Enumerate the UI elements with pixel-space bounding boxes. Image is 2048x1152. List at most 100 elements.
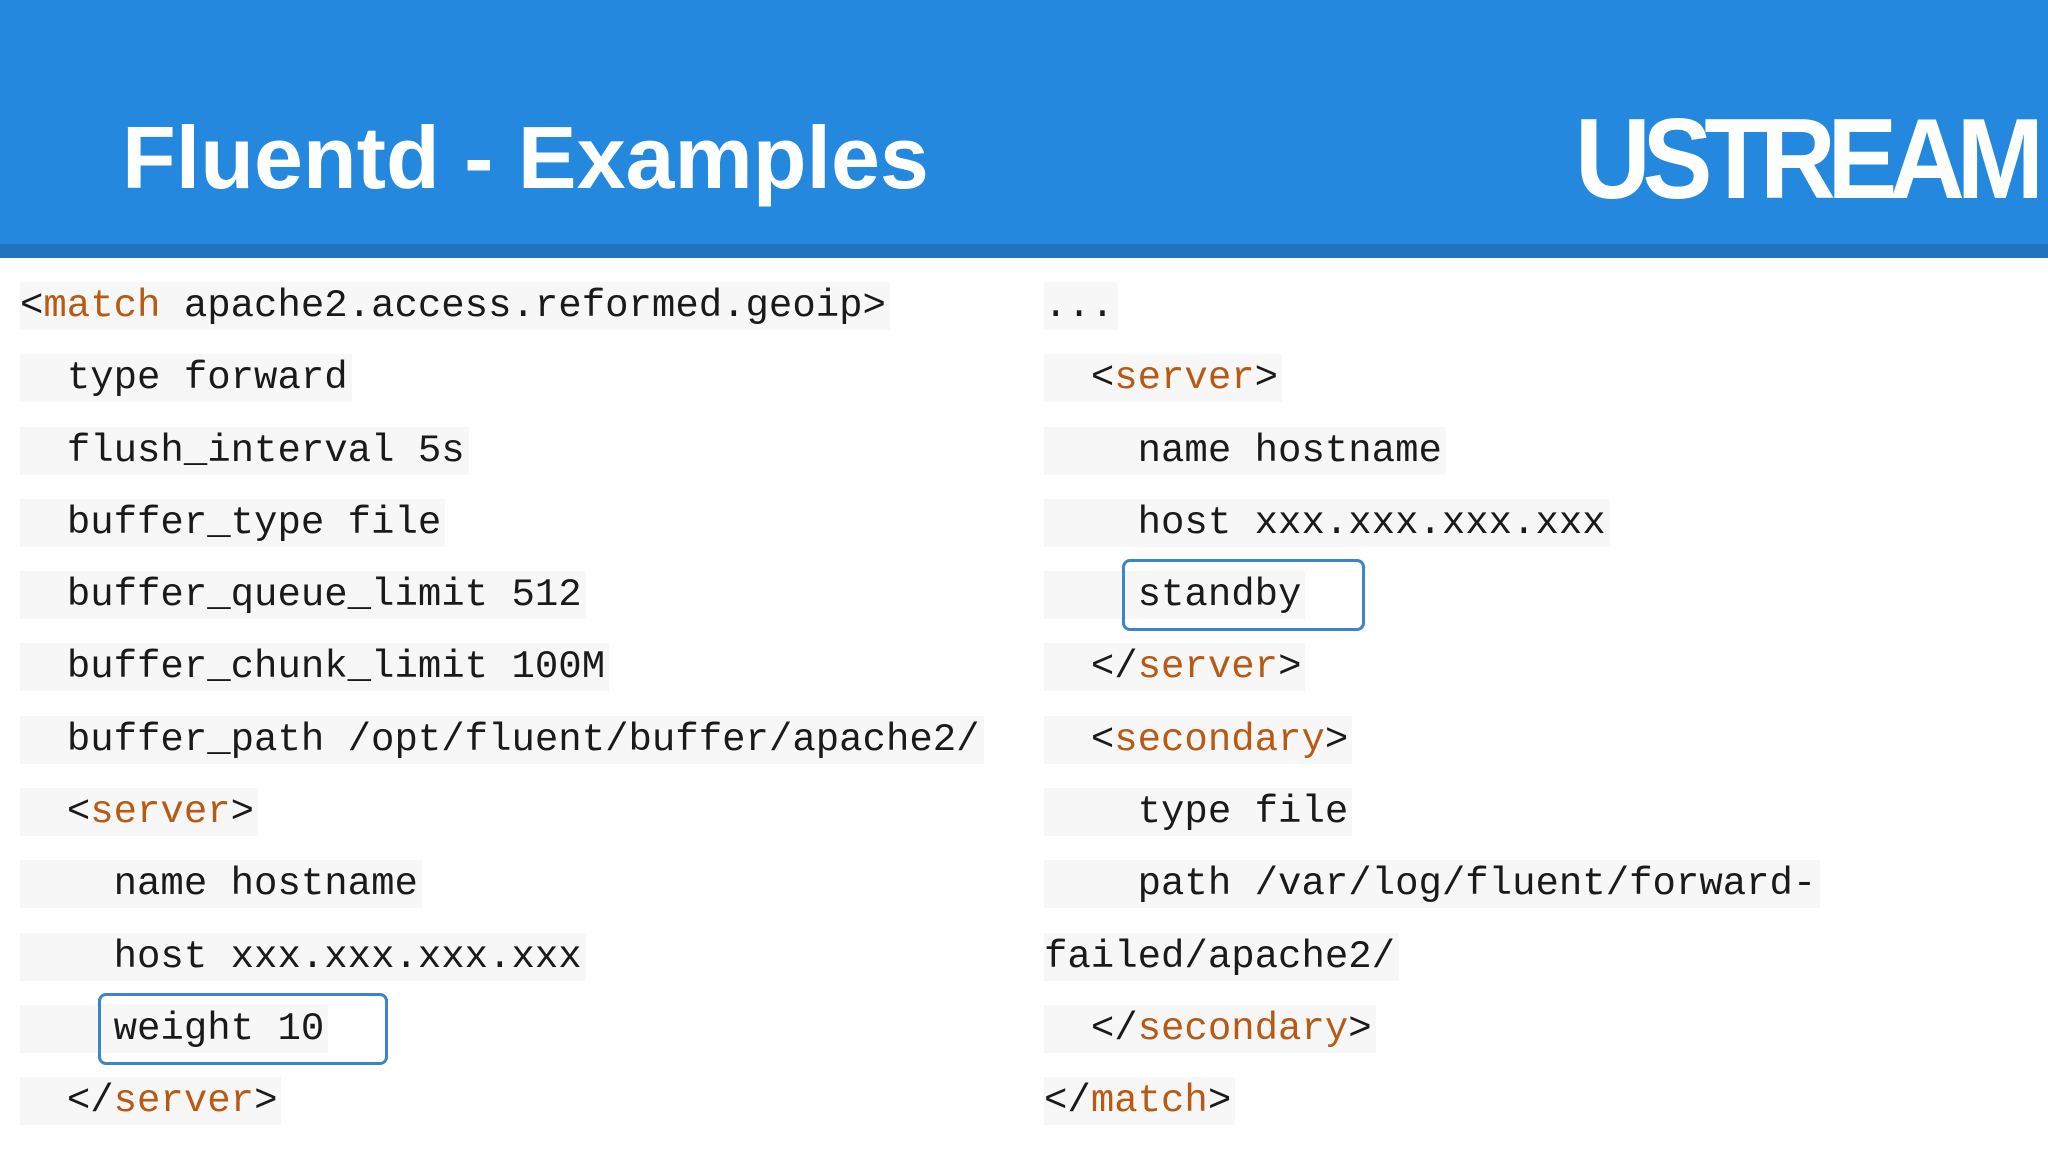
code-plain: < xyxy=(20,284,44,328)
code-column-left: <match apache2.access.reformed.geoip> ty… xyxy=(20,282,984,1150)
code-line: buffer_path /opt/fluent/buffer/apache2/ xyxy=(20,715,984,788)
code-plain: > xyxy=(1348,1006,1372,1051)
code-text: buffer_chunk_limit 100M xyxy=(20,643,610,692)
code-plain: </ xyxy=(1090,1006,1138,1051)
code-text: standby xyxy=(1044,571,1306,620)
code-plain: type file xyxy=(1137,790,1349,835)
code-plain: host xxx.xxx.xxx.xxx xyxy=(1137,500,1606,545)
code-line: buffer_type file xyxy=(20,498,984,571)
code-plain: standby xyxy=(1137,573,1302,618)
code-plain: </ xyxy=(1044,1079,1091,1124)
code-line: name hostname xyxy=(20,860,984,932)
code-indent xyxy=(1044,862,1138,906)
code-indent xyxy=(1044,790,1138,834)
code-keyword: secondary xyxy=(1137,1006,1349,1051)
code-text: buffer_queue_limit 512 xyxy=(20,571,586,620)
code-indent xyxy=(20,645,67,689)
code-plain: > xyxy=(1207,1079,1232,1124)
code-keyword: secondary xyxy=(1114,717,1325,762)
code-plain: buffer_type file xyxy=(66,500,442,545)
code-text: <secondary> xyxy=(1044,715,1353,764)
code-line: </server> xyxy=(1044,643,1820,715)
code-text: </match> xyxy=(1044,1077,1236,1126)
slide-header xyxy=(0,0,2048,244)
code-plain: path /var/log/fluent/forward- xyxy=(1137,862,1817,907)
code-line: path /var/log/fluent/forward- xyxy=(1044,860,1821,932)
code-line: <secondary> xyxy=(1044,715,1820,788)
code-text: type forward xyxy=(20,354,352,403)
code-indent xyxy=(1044,1007,1091,1051)
code-text: flush_interval 5s xyxy=(20,426,469,475)
code-text: name hostname xyxy=(20,860,422,909)
code-indent xyxy=(20,429,67,473)
slide-title: Fluentd - Examples xyxy=(122,108,929,207)
code-plain: > xyxy=(254,1079,278,1124)
code-plain: < xyxy=(1090,356,1115,401)
code-text: ... xyxy=(1044,282,1119,330)
code-line: <match apache2.access.reformed.geoip> xyxy=(20,282,984,354)
code-plain: > xyxy=(1278,645,1302,690)
code-text: </secondary> xyxy=(1044,1004,1376,1053)
code-indent xyxy=(20,501,67,545)
code-keyword: match xyxy=(1090,1079,1208,1124)
code-line: weight 10 xyxy=(20,992,984,1077)
code-plain: ... xyxy=(1044,284,1115,328)
code-plain: > xyxy=(230,790,255,835)
code-indent xyxy=(20,790,67,834)
code-text: type file xyxy=(1044,788,1353,837)
code-plain: apache2.access.reformed.geoip> xyxy=(160,284,886,328)
code-keyword: server xyxy=(1114,356,1255,401)
highlight-box xyxy=(1121,559,1366,632)
code-keyword: match xyxy=(43,284,161,328)
code-text: weight 10 xyxy=(20,1004,329,1053)
code-line: <server> xyxy=(20,788,984,860)
code-line: </server> xyxy=(20,1077,984,1149)
code-text: <server> xyxy=(20,788,259,837)
code-plain: failed/apache2/ xyxy=(1044,934,1396,979)
code-line: buffer_queue_limit 512 xyxy=(20,571,984,643)
code-line: failed/apache2/ xyxy=(1044,932,1820,1005)
code-indent xyxy=(1044,645,1091,689)
code-indent xyxy=(1044,501,1138,545)
code-text: <match apache2.access.reformed.geoip> xyxy=(20,282,890,330)
code-text: host xxx.xxx.xxx.xxx xyxy=(20,932,586,981)
code-plain: name hostname xyxy=(113,862,418,907)
code-text: name hostname xyxy=(1044,426,1446,475)
code-indent xyxy=(20,935,114,979)
code-line: <server> xyxy=(1044,354,1820,426)
ustream-logo: USTREAM xyxy=(1575,96,2044,223)
code-plain: name hostname xyxy=(1137,428,1442,473)
code-line: flush_interval 5s xyxy=(20,426,984,499)
code-indent xyxy=(20,718,67,762)
code-indent xyxy=(1044,356,1091,400)
code-indent xyxy=(20,356,67,400)
code-text: failed/apache2/ xyxy=(1044,932,1400,981)
code-line: type forward xyxy=(20,354,984,426)
code-plain: weight 10 xyxy=(113,1006,325,1051)
code-column-right: ... <server> name hostname host xxx.xxx.… xyxy=(1044,282,1821,1150)
code-line: host xxx.xxx.xxx.xxx xyxy=(20,932,984,1005)
code-plain: </ xyxy=(66,1079,114,1124)
code-plain: buffer_path /opt/fluent/buffer/apache2/ xyxy=(66,717,980,762)
code-indent xyxy=(20,862,114,906)
header-divider xyxy=(0,244,2048,258)
code-line: name hostname xyxy=(1044,426,1820,499)
code-plain: buffer_chunk_limit 100M xyxy=(66,645,606,690)
code-text: path /var/log/fluent/forward- xyxy=(1044,860,1821,909)
code-indent xyxy=(1044,718,1091,762)
code-indent xyxy=(20,1079,67,1123)
code-keyword: server xyxy=(90,790,231,835)
code-text: </server> xyxy=(1044,643,1306,692)
code-plain: </ xyxy=(1090,645,1138,690)
code-text: buffer_type file xyxy=(20,498,446,547)
code-keyword: server xyxy=(113,1079,255,1124)
code-plain: < xyxy=(66,790,91,835)
code-plain: type forward xyxy=(66,356,348,401)
code-plain: > xyxy=(1324,717,1349,762)
code-text: <server> xyxy=(1044,354,1283,403)
code-line: buffer_chunk_limit 100M xyxy=(20,643,984,715)
highlight-box xyxy=(97,992,389,1065)
code-indent xyxy=(1044,429,1138,473)
code-keyword: server xyxy=(1137,645,1279,690)
code-plain: buffer_queue_limit 512 xyxy=(66,573,582,618)
